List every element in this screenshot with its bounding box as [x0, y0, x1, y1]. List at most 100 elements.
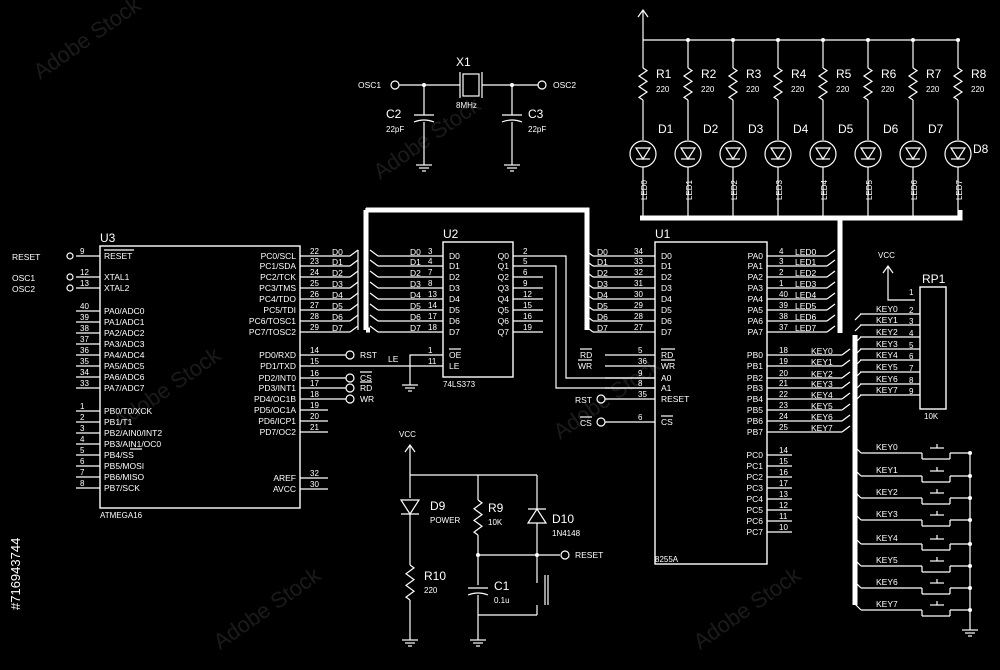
resistor-value: 220 — [791, 85, 805, 94]
u1-pin-name: A1 — [661, 383, 672, 393]
diode-ref: D1 — [658, 122, 674, 136]
led-triangle — [679, 147, 697, 161]
rst-terminal — [345, 350, 355, 360]
u1-led-net: LED4 — [795, 290, 817, 300]
u3-pin-name: PB7/SCK — [104, 483, 140, 493]
u3-pin-num: 6 — [80, 457, 85, 466]
u2-pin-num: 5 — [523, 257, 528, 266]
u3-pin-name: PD4/OC1B — [254, 394, 296, 404]
u1-net-wr: WR — [578, 361, 592, 371]
bus-entry — [369, 270, 379, 278]
rp1-pin-num: 5 — [909, 341, 914, 350]
junction — [968, 474, 972, 478]
u2-pin-name: Q3 — [498, 283, 510, 293]
osc2-terminal — [537, 80, 547, 90]
u2-pin-num: 15 — [523, 301, 532, 310]
bus-entry — [349, 249, 359, 257]
u1-pin-num: 18 — [779, 346, 788, 355]
bus-entry — [854, 537, 862, 545]
u1-pin-num: 31 — [634, 279, 643, 288]
u1-pin-name: PC7 — [746, 527, 763, 537]
u3-pin-name: PA0/ADC0 — [104, 306, 145, 316]
bus-entry — [369, 303, 379, 311]
led-net: LED1 — [685, 179, 694, 200]
junction — [968, 608, 972, 612]
rp1-value: 10K — [924, 412, 939, 421]
bus-entry — [349, 270, 359, 278]
diode-ref: D7 — [928, 122, 944, 136]
u1-pin-num: 9 — [638, 369, 643, 378]
u1-pin-num: 17 — [779, 479, 788, 488]
led-vcc — [637, 8, 649, 24]
c1-ground — [470, 639, 486, 647]
u3-pin-num: 15 — [310, 357, 319, 366]
u1-key-net: KEY4 — [811, 390, 833, 400]
u3-pin-name: PB2/AIN0/INT2 — [104, 428, 162, 438]
stock-id: #716943744 — [8, 537, 23, 610]
u1-pin-num: 34 — [634, 247, 643, 256]
u2-pin-num: 4 — [428, 257, 433, 266]
rp1-vcc-label: VCC — [878, 251, 895, 260]
u2-pin-name: D0 — [449, 251, 460, 261]
u3-pin-num: 21 — [310, 423, 319, 432]
u2-pin-name: Q1 — [498, 261, 510, 271]
key-label: KEY5 — [876, 555, 898, 565]
u2-pin-num: 6 — [523, 268, 528, 277]
led-resistor — [727, 67, 739, 101]
u3-net-label: OSC1 — [12, 273, 35, 283]
bus-entry — [841, 425, 851, 433]
u2-pin-num: 11 — [428, 357, 437, 366]
resistor-ref: R3 — [746, 67, 762, 81]
rp1-key-net: KEY7 — [876, 385, 898, 395]
led-net: LED5 — [865, 179, 874, 200]
data-bus — [366, 207, 590, 330]
u1-pin-num: 38 — [779, 312, 788, 321]
u1-pin-num: 23 — [779, 401, 788, 410]
u3-pin-name: PC1/SDA — [260, 261, 297, 271]
led-outline — [809, 140, 837, 168]
bus-entry — [854, 394, 862, 402]
r10-value: 220 — [424, 586, 438, 595]
u1-bus-net: D2 — [597, 268, 608, 278]
key-switch — [921, 565, 970, 573]
key-switch — [921, 497, 970, 505]
key-switch — [921, 609, 970, 617]
u2-oe-name: OE — [449, 350, 462, 360]
u3-pin-num: 35 — [80, 357, 89, 366]
resistor-ref: R1 — [656, 67, 672, 81]
u3-pin-num: 16 — [310, 369, 319, 378]
net-cs: CS — [360, 373, 372, 383]
u3-net-label: RESET — [12, 252, 40, 262]
net-rst: RST — [360, 350, 377, 360]
u1-pin-num: 11 — [779, 512, 788, 521]
u1-pin-name: PC6 — [746, 516, 763, 526]
u3-pin-num: 12 — [80, 268, 89, 277]
u1-pin-num: 28 — [634, 312, 643, 321]
net-rd: RD — [360, 383, 372, 393]
u2-ref: U2 — [443, 227, 459, 241]
key-label: KEY0 — [876, 442, 898, 452]
resistor-value: 220 — [881, 85, 895, 94]
bus-entry — [369, 314, 379, 322]
u2-bus-net: D4 — [410, 290, 421, 300]
u1-pin-num: 10 — [779, 523, 788, 532]
led-outline — [764, 140, 792, 168]
junction — [821, 38, 825, 42]
bus-entry — [826, 325, 836, 333]
bus-entry — [826, 303, 836, 311]
resistor-value: 220 — [701, 85, 715, 94]
u1-bus-net: D6 — [597, 312, 608, 322]
rp1-key-net: KEY2 — [876, 327, 898, 337]
u3-pin-num: 3 — [80, 424, 85, 433]
u3-pin-num: 40 — [80, 302, 89, 311]
junction — [686, 38, 690, 42]
resistor-ref: R6 — [881, 67, 897, 81]
vcc-arrow — [637, 8, 649, 24]
led-resistor — [637, 67, 649, 101]
u1-led-net: LED7 — [795, 323, 817, 333]
rp1-pin-num: 1 — [909, 288, 914, 297]
u3-pin-name: PC0/SCL — [261, 251, 297, 261]
u3-pin-name: PA7/ADC7 — [104, 383, 145, 393]
u3-pin-num: 38 — [80, 324, 89, 333]
bus-entry — [369, 249, 379, 257]
